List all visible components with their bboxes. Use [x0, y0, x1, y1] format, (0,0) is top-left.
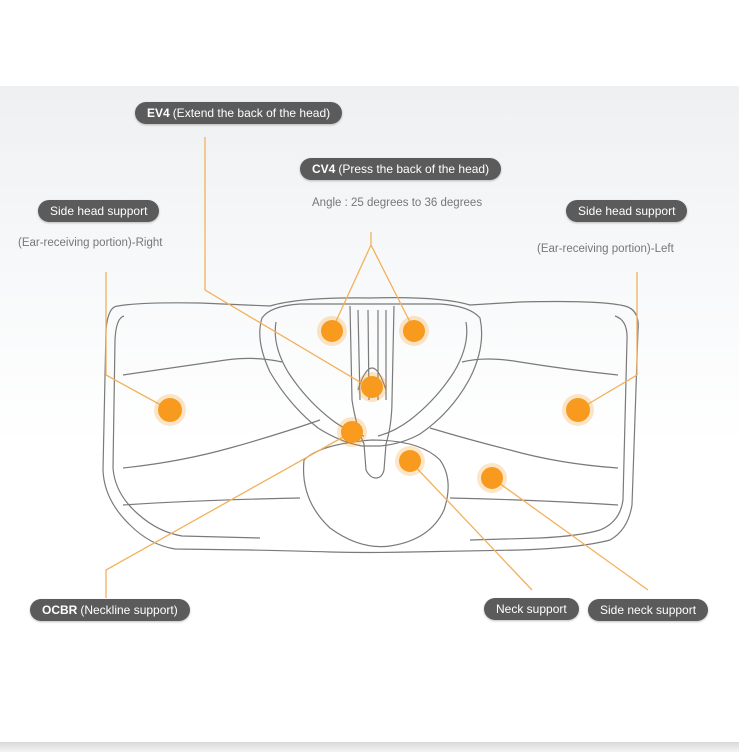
label-ev4-text: (Extend the back of the head) [172, 106, 331, 120]
head-cradle-outline [259, 303, 483, 447]
point-side-head-left [562, 394, 594, 426]
leader-ocbr [105, 431, 353, 598]
support-points [154, 316, 594, 493]
label-ocbr-code: OCBR [42, 603, 78, 617]
leader-side-head-left [577, 272, 638, 411]
leader-neck-support [409, 460, 533, 591]
label-ocbr: OCBR(Neckline support) [30, 599, 190, 621]
point-ocbr [337, 417, 367, 447]
pillow-outline [102, 297, 639, 554]
label-neck-support: Neck support [484, 598, 579, 620]
label-side-head-left: Side head support [566, 200, 688, 222]
point-neck-support [395, 446, 425, 476]
point-ev4 [357, 372, 387, 402]
point-cv4-right [399, 316, 429, 346]
point-side-neck-support [477, 463, 507, 493]
neck-oval-outline [302, 439, 449, 548]
label-ocbr-text: (Neckline support) [80, 603, 178, 617]
pillow-body-outline [102, 297, 639, 554]
label-side-neck-support: Side neck support [588, 599, 709, 621]
point-cv4-left [317, 316, 347, 346]
label-cv4-code: CV4 [312, 162, 336, 176]
angle-note: Angle : 25 degrees to 36 degrees [312, 197, 483, 209]
leader-ev4 [204, 137, 371, 389]
leader-cv4 [331, 232, 415, 331]
leader-side-head-right [105, 272, 171, 411]
label-ev4-code: EV4 [147, 106, 170, 120]
bottom-edge [0, 742, 739, 752]
point-side-head-right [154, 394, 186, 426]
leader-lines [105, 137, 649, 598]
label-cv4: CV4(Press the back of the head) [300, 158, 502, 180]
note-side-head-left: (Ear-receiving portion)-Left [537, 243, 674, 255]
leader-side-neck-support [491, 477, 649, 591]
note-side-head-right: (Ear-receiving portion)-Right [18, 237, 163, 249]
pillow-inner-outline [112, 315, 261, 539]
label-cv4-text: (Press the back of the head) [338, 162, 490, 176]
label-ev4: EV4(Extend the back of the head) [135, 102, 343, 124]
label-side-head-right: Side head support [38, 200, 160, 222]
diagram-panel [0, 86, 739, 742]
